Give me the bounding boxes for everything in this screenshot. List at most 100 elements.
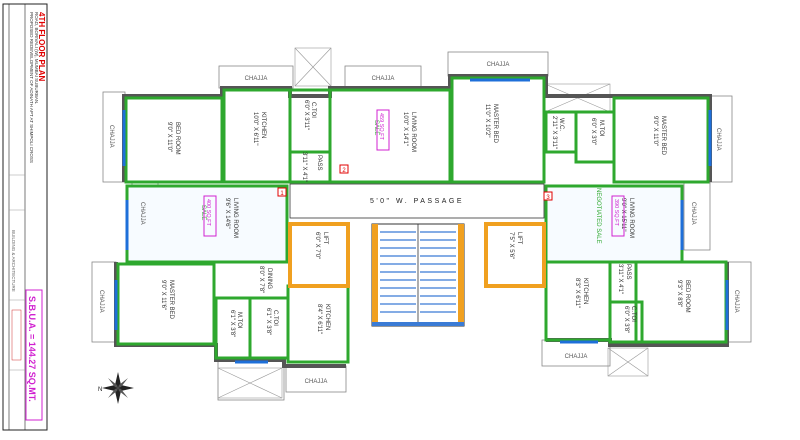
room-labels: BED ROOM 9'0" X 11'0" KITCHEN 10'0" X 6'… — [160, 100, 690, 337]
project-line-1: PROPOSED REDEVELOPMENT OF ADINATH APT AT… — [29, 12, 34, 163]
chajja-label-bottom-1: CHAJJA — [305, 379, 328, 385]
chajja-right-mid — [683, 181, 711, 251]
chajja-bottom-2 — [541, 339, 611, 367]
passage — [289, 183, 545, 219]
dim-lift-r: 7'5" X 5'6" — [508, 232, 514, 259]
label-master-top: MASTER BED — [492, 104, 498, 144]
label-dining: DINING — [266, 268, 272, 289]
label-ctoi-top: C.TOI — [310, 102, 316, 118]
marker-1: 1 — [280, 191, 284, 197]
wall-living-top — [328, 88, 452, 184]
dim-pass-top: 3'11" X 4'1" — [301, 152, 307, 182]
wall-ctoi-top — [288, 88, 332, 154]
dim-lift-l: 6'0" X 7'0" — [314, 232, 320, 259]
duct-bottom-right — [607, 347, 649, 377]
label-master-tr: MASTER BED — [660, 116, 666, 156]
chajja-label-top-2: CHAJJA — [372, 76, 395, 82]
label-bed-br: BED ROOM — [684, 280, 690, 313]
label-kitchen-br: KITCHEN — [582, 278, 588, 304]
dim-living-right: 9'0" X 15'11" — [620, 198, 626, 231]
dim-master-top: 11'0" X 10'2" — [484, 104, 490, 137]
dim-living-top: 10'0" X 14'1" — [402, 112, 408, 146]
label-lift-r: LIFT — [516, 232, 522, 245]
compass-icon: N — [98, 372, 134, 404]
label-pass-top: PASS — [316, 155, 322, 171]
label-ctoi-bl: C.TOI — [272, 310, 278, 326]
sbua-box — [25, 289, 43, 421]
label-wc-top: W.C. — [558, 118, 564, 131]
lift-left — [288, 222, 350, 288]
dim-ctoi-br: 6'0" X 3'8" — [623, 306, 629, 333]
label-mtoi-top: M.TOI — [598, 120, 604, 137]
label-lift-l: LIFT — [322, 232, 328, 245]
chajja-label-top-3: CHAJJA — [487, 62, 510, 68]
sbua-label: S.B.U.A. = 144.27 SQ.MT. — [27, 296, 37, 402]
title-small-note: BUILDING & ARCHITECTURE — [11, 230, 16, 292]
label-living-top: LIVING ROOM — [410, 112, 416, 152]
chajja-label-left-mid: CHAJJA — [139, 202, 145, 225]
dim-ctoi-top: 6'0" X 3'11" — [303, 100, 309, 130]
dim-master-bl: 9'0" X 11'6" — [160, 280, 166, 310]
duct-top — [294, 47, 332, 87]
lift-right — [484, 222, 546, 288]
label-living-right: LIVING ROOM — [628, 198, 634, 238]
dim-wc-top: 2'11" X 3'11" — [551, 116, 557, 149]
red-markers: 1 2 3 — [277, 164, 553, 201]
wall-master-top — [450, 76, 546, 184]
wall-ctoi-br — [608, 300, 644, 344]
area-living-left: 400 SQ.FT — [205, 199, 211, 227]
chajja-label-left-bottom: CHAJJA — [98, 290, 104, 313]
dim-kitchen-top: 10'0" X 6'11" — [252, 112, 258, 145]
dim-master-tr: 9'0" X 11'0" — [652, 116, 658, 146]
area-tags: 459 SQ.FT 400 SQ.FT 390 SQ.FT — [203, 109, 625, 237]
dim-living-left: 9'6" X 14'6" — [224, 198, 230, 229]
label-kitchen-top: KITCHEN — [260, 112, 266, 138]
wall-pass-top — [288, 150, 332, 184]
passage-label: 5'0" W. PASSAGE — [370, 198, 464, 205]
compass-north-label: N — [98, 387, 102, 393]
label-master-bl: MASTER BED — [168, 280, 174, 320]
dim-dining: 8'0" X 7'8" — [258, 266, 264, 293]
chajja-label-bottom-2: CHAJJA — [565, 354, 588, 360]
area-living-right: 390 SQ.FT — [613, 199, 619, 227]
dim-pass-br: 3'11" X 4'1" — [617, 264, 623, 294]
wall-bed-tl — [124, 96, 224, 184]
area-living-top: 459 SQ.FT — [378, 113, 384, 141]
sale-living-right: NEGOTIATED SALE — [595, 188, 601, 244]
chajja-label-right-mid: CHAJJA — [690, 202, 696, 225]
label-mtoi-bl: M.TOI — [236, 312, 242, 329]
sale-living-left: SALE — [200, 205, 206, 220]
dim-ctoi-bl: 6'1" X 3'8" — [265, 308, 271, 335]
living-left-floor — [127, 186, 287, 262]
wall-master-bl — [116, 262, 216, 346]
sale-living-top: SALE — [373, 120, 379, 135]
dim-mtoi-bl: 6'1" X 3'8" — [229, 310, 235, 337]
wall-master-tr — [612, 96, 710, 184]
chajja-label-right-top: CHAJJA — [715, 128, 721, 151]
dim-kitchen-br: 8'3" X 6'11" — [574, 278, 580, 308]
living-right-floor — [546, 186, 682, 262]
duct-bottom-left — [217, 367, 283, 399]
floor-title: 4TH FLOOR PLAN — [37, 12, 46, 82]
label-bed-tl: BED ROOM — [174, 122, 180, 155]
windows — [114, 78, 729, 364]
label-living-left: LIVING ROOM — [232, 198, 238, 238]
dim-bed-br: 9'3" X 8'8" — [676, 280, 682, 307]
dim-bed-tl: 9'0" X 11'0" — [166, 122, 172, 152]
label-pass-br: PASS — [625, 264, 631, 280]
chajja-label-top-1: CHAJJA — [245, 76, 268, 82]
chajja-label-right-bottom: CHAJJA — [733, 290, 739, 313]
chajja-label-left-top: CHAJJA — [108, 125, 114, 148]
project-line-2: ROAD, BORIVALI (W), MUMBAI SUBURBAN. — [34, 12, 39, 104]
staircase — [371, 223, 465, 327]
chajja-labels: CHAJJA CHAJJA CHAJJA CHAJJA CHAJJA CHAJJ… — [98, 62, 739, 385]
dim-kitchen-bl: 8'4" X 6'11" — [316, 304, 322, 334]
label-kitchen-bl: KITCHEN — [324, 304, 330, 330]
label-ctoi-br: C.TOI — [630, 306, 636, 322]
dim-mtoi-top: 6'0" X 3'0" — [590, 118, 596, 145]
title-block: 4TH FLOOR PLAN PROPOSED REDEVELOPMENT OF… — [2, 3, 48, 431]
marker-2: 2 — [342, 168, 346, 174]
marker-3: 3 — [546, 195, 550, 201]
